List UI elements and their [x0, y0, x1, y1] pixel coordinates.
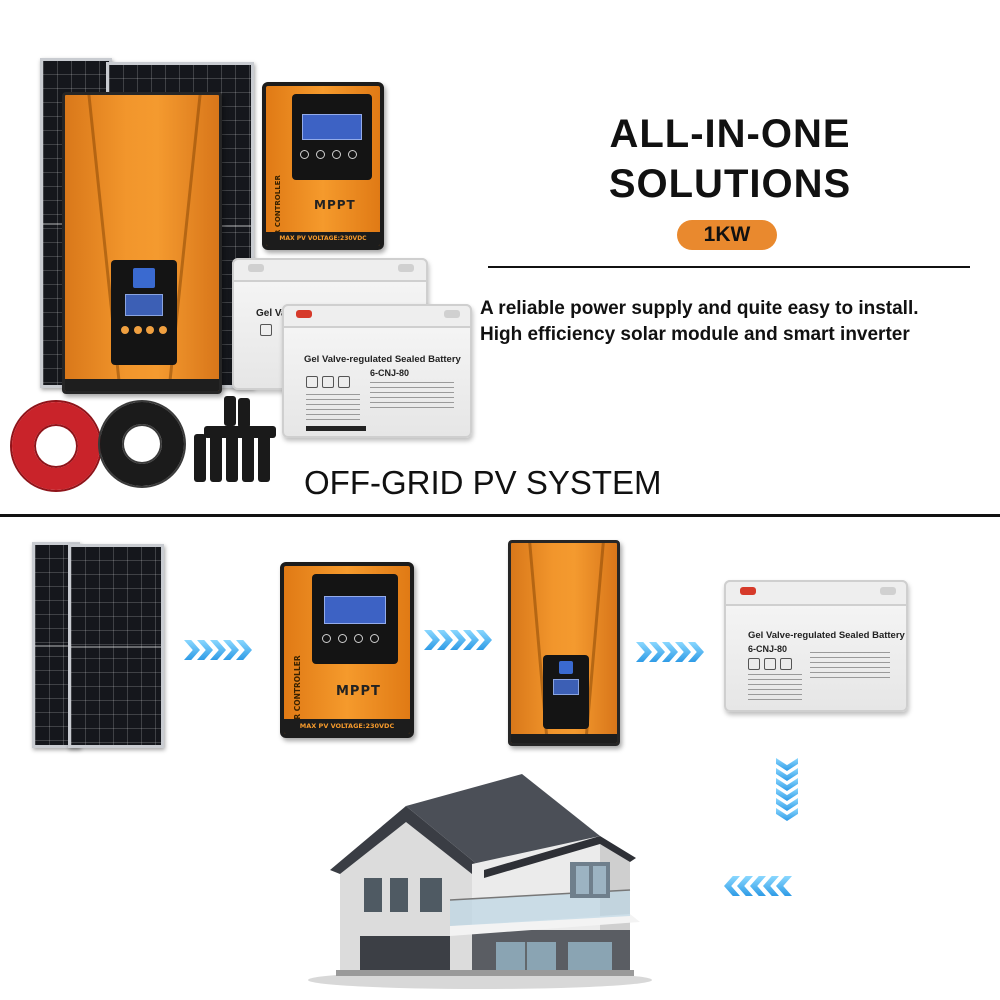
flow-battery-title: Gel Valve-regulated Sealed Battery [748, 630, 905, 641]
section-divider [0, 514, 1000, 517]
flow-inverter-screen [543, 655, 589, 729]
flow-controller-brand-label: MPPT [336, 684, 381, 699]
controller-footer-label: MAX PV VOLTAGE:230VDC [266, 232, 380, 246]
headline-line-2: SOLUTIONS [608, 162, 852, 206]
headline-line-1: ALL-IN-ONE [609, 112, 851, 156]
house-illustration [308, 774, 652, 989]
controller-brand-label: MPPT [314, 198, 356, 212]
chevron-right-icon [184, 640, 252, 660]
battery-front: Gel Valve-regulated Sealed Battery 6-CNJ… [282, 304, 472, 438]
mppt-controller: SOLAR CONTROLLER MPPT MAX PV VOLTAGE:230… [262, 82, 384, 250]
mc4-connectors [190, 396, 280, 488]
black-cable-coil [100, 402, 184, 486]
headline-divider [488, 266, 970, 268]
tagline-line-2: High efficiency solar module and smart i… [480, 324, 910, 345]
flow-solar-panel-2 [68, 544, 164, 748]
flow-mppt-controller: SOLAR CONTROLLER MPPT MAX PV VOLTAGE:230… [280, 562, 414, 738]
product-bundle: SOLAR CONTROLLER MPPT MAX PV VOLTAGE:230… [0, 0, 480, 500]
power-badge: 1KW [677, 220, 777, 250]
chevron-down-icon [776, 758, 798, 821]
red-cable-coil [12, 402, 100, 490]
system-title: OFF-GRID PV SYSTEM [304, 464, 662, 501]
chevron-left-icon [724, 876, 792, 896]
battery-front-model: 6-CNJ-80 [370, 368, 410, 378]
chevron-right-icon [424, 630, 492, 650]
inverter [62, 92, 222, 394]
flow-controller-footer-label: MAX PV VOLTAGE:230VDC [284, 719, 410, 734]
battery-back-title: Gel Valv [256, 308, 295, 319]
battery-front-title: Gel Valve-regulated Sealed Battery [304, 354, 461, 365]
flow-battery: Gel Valve-regulated Sealed Battery 6-CNJ… [724, 580, 908, 712]
flow-inverter [508, 540, 620, 746]
flow-battery-model: 6-CNJ-80 [748, 644, 788, 654]
chevron-right-icon [636, 642, 704, 662]
tagline-line-1: A reliable power supply and quite easy t… [480, 298, 919, 319]
inverter-screen [111, 260, 177, 365]
